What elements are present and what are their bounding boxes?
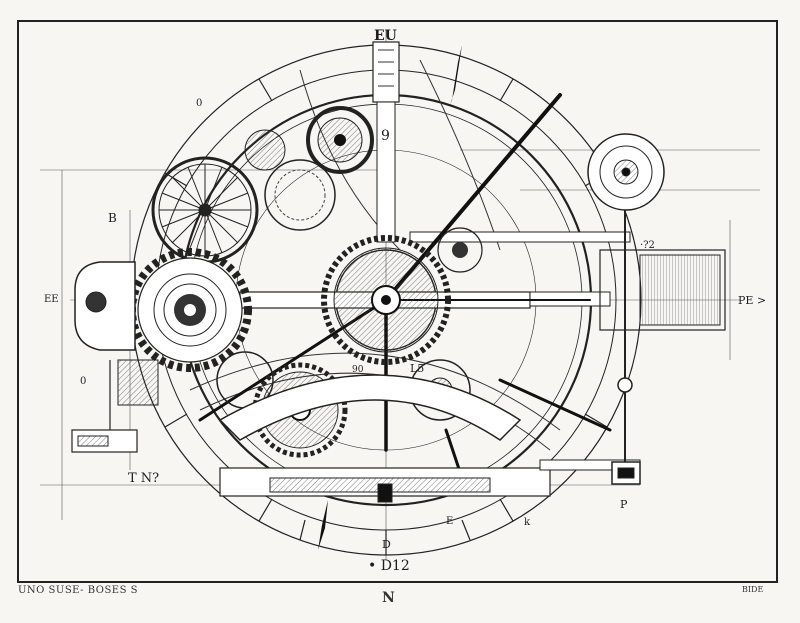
central-gear: [321, 235, 451, 365]
upper-gear: [244, 106, 374, 231]
label-top: EU: [374, 28, 397, 44]
top-scale-bar: [372, 41, 400, 243]
label-right-upper: ·?2: [640, 240, 655, 251]
needle-pointers: [318, 45, 462, 550]
label-top-mid: 9: [381, 128, 390, 144]
left-toothed-gear: [128, 248, 252, 372]
lower-curved-bracket: [218, 374, 522, 441]
label-left-side-1: B: [108, 211, 117, 225]
footer-center-caption: N: [382, 590, 395, 606]
label-bottom-k: k: [524, 517, 531, 528]
left-spoked-wheel: [151, 156, 259, 264]
label-left-side-2: EE: [44, 294, 59, 305]
left-housing: [71, 261, 159, 453]
label-left-lower: 0: [80, 376, 86, 387]
label-bottom-dial: D: [382, 538, 391, 551]
label-bottom-e: E: [446, 516, 453, 527]
label-left-bottom: T N?: [128, 471, 159, 486]
label-bottom-center: • D12: [368, 558, 410, 574]
footer-right-caption: BIDE: [742, 585, 764, 594]
bottom-base: [219, 459, 641, 503]
label-left-gear: 0: [196, 98, 202, 109]
label-right-side: PE >: [738, 294, 766, 307]
label-center-arc: L5: [410, 362, 424, 375]
footer-left-caption: UNO SUSE- BOSES S: [18, 585, 138, 596]
label-center-small: 90: [352, 365, 364, 375]
label-right-lower: P: [620, 498, 628, 511]
right-pendulum: [587, 133, 665, 485]
drawing-labels: EU 9 0 B EE 0 T N? ·?2 PE > P L5 90 D • …: [44, 28, 766, 574]
